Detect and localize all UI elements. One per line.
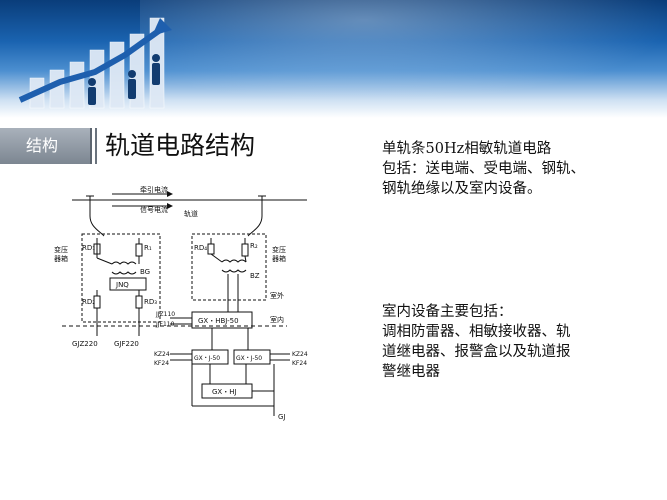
description-line: 单轨条50Hz相敏轨道电路 [382,141,552,157]
label-bg: BG [140,268,150,276]
label-gxhj: GX・HJ [212,388,237,396]
section-tag-label: 结构 [26,136,59,155]
header-banner [0,0,667,118]
label-rd1: RD₁ [82,244,95,252]
description-line: 钢轨绝缘以及室内设备。 [382,181,542,197]
description-block-2: 室内设备主要包括： 调相防雷器、相敏接收器、轨 道继电器、报警盒以及轨道报 警继… [382,302,632,382]
label-gjz220: GJZ220 [72,340,98,348]
label-gj: GJ [278,413,286,421]
description-line: 室内设备主要包括： [382,304,513,320]
label-gxj-left: GX・J-50 [194,355,220,362]
label-track: 轨道 [184,209,198,218]
label-jjf110: JJF110 [155,321,175,328]
description-line: 道继电器、报警盒以及轨道报 [382,344,571,360]
label-kf24-right: KF24 [292,360,307,367]
title-separator [95,128,97,164]
label-jnq: JNQ [115,281,129,289]
label-transformer-box-right: 变压 [272,245,286,254]
label-kz24-right: KZ24 [292,351,308,358]
label-bz: BZ [250,272,260,280]
label-rd4: RD₄ [194,244,207,252]
page-title: 轨道电路结构 [105,131,256,160]
label-indoor: 室内 [270,315,284,324]
label-kf24-left: KF24 [154,360,169,367]
label-hbj: GX・HBJ-50 [198,317,239,325]
track-circuit-diagram: 牵引电流 信号电流 轨道 变压 器箱 变压 器箱 RD₁ R₁ BG JNQ R… [54,186,308,421]
label-r1: R₁ [144,244,152,252]
label-signal-current: 信号电流 [140,205,168,214]
description-line: 调相防雷器、相敏接收器、轨 [382,324,571,340]
label-traction-current: 牵引电流 [140,186,168,194]
label-transformer-box-right-2: 器箱 [272,254,286,263]
label-gxj-right: GX・J-50 [236,355,262,362]
description-line: 警继电器 [382,364,440,380]
label-kz24-left: KZ24 [154,351,170,358]
label-jjz110: JJZ110 [155,311,175,318]
banner-bar-chart-art [18,17,172,109]
label-transformer-box-left: 变压 [54,245,68,254]
section-tag: 结构 [0,128,92,164]
label-gjf220: GJF220 [114,340,139,348]
label-r2: R₂ [250,242,258,250]
description-block-1: 单轨条50Hz相敏轨道电路 包括：送电端、受电端、钢轨、 钢轨绝缘以及室内设备。 [382,139,632,199]
banner-glow [140,0,667,110]
label-rd3: RD₃ [144,298,157,306]
label-transformer-box-left-2: 器箱 [54,254,68,263]
label-outdoor: 室外 [270,291,284,300]
description-line: 包括：送电端、受电端、钢轨、 [382,161,585,177]
label-rd2: RD₂ [82,298,95,306]
